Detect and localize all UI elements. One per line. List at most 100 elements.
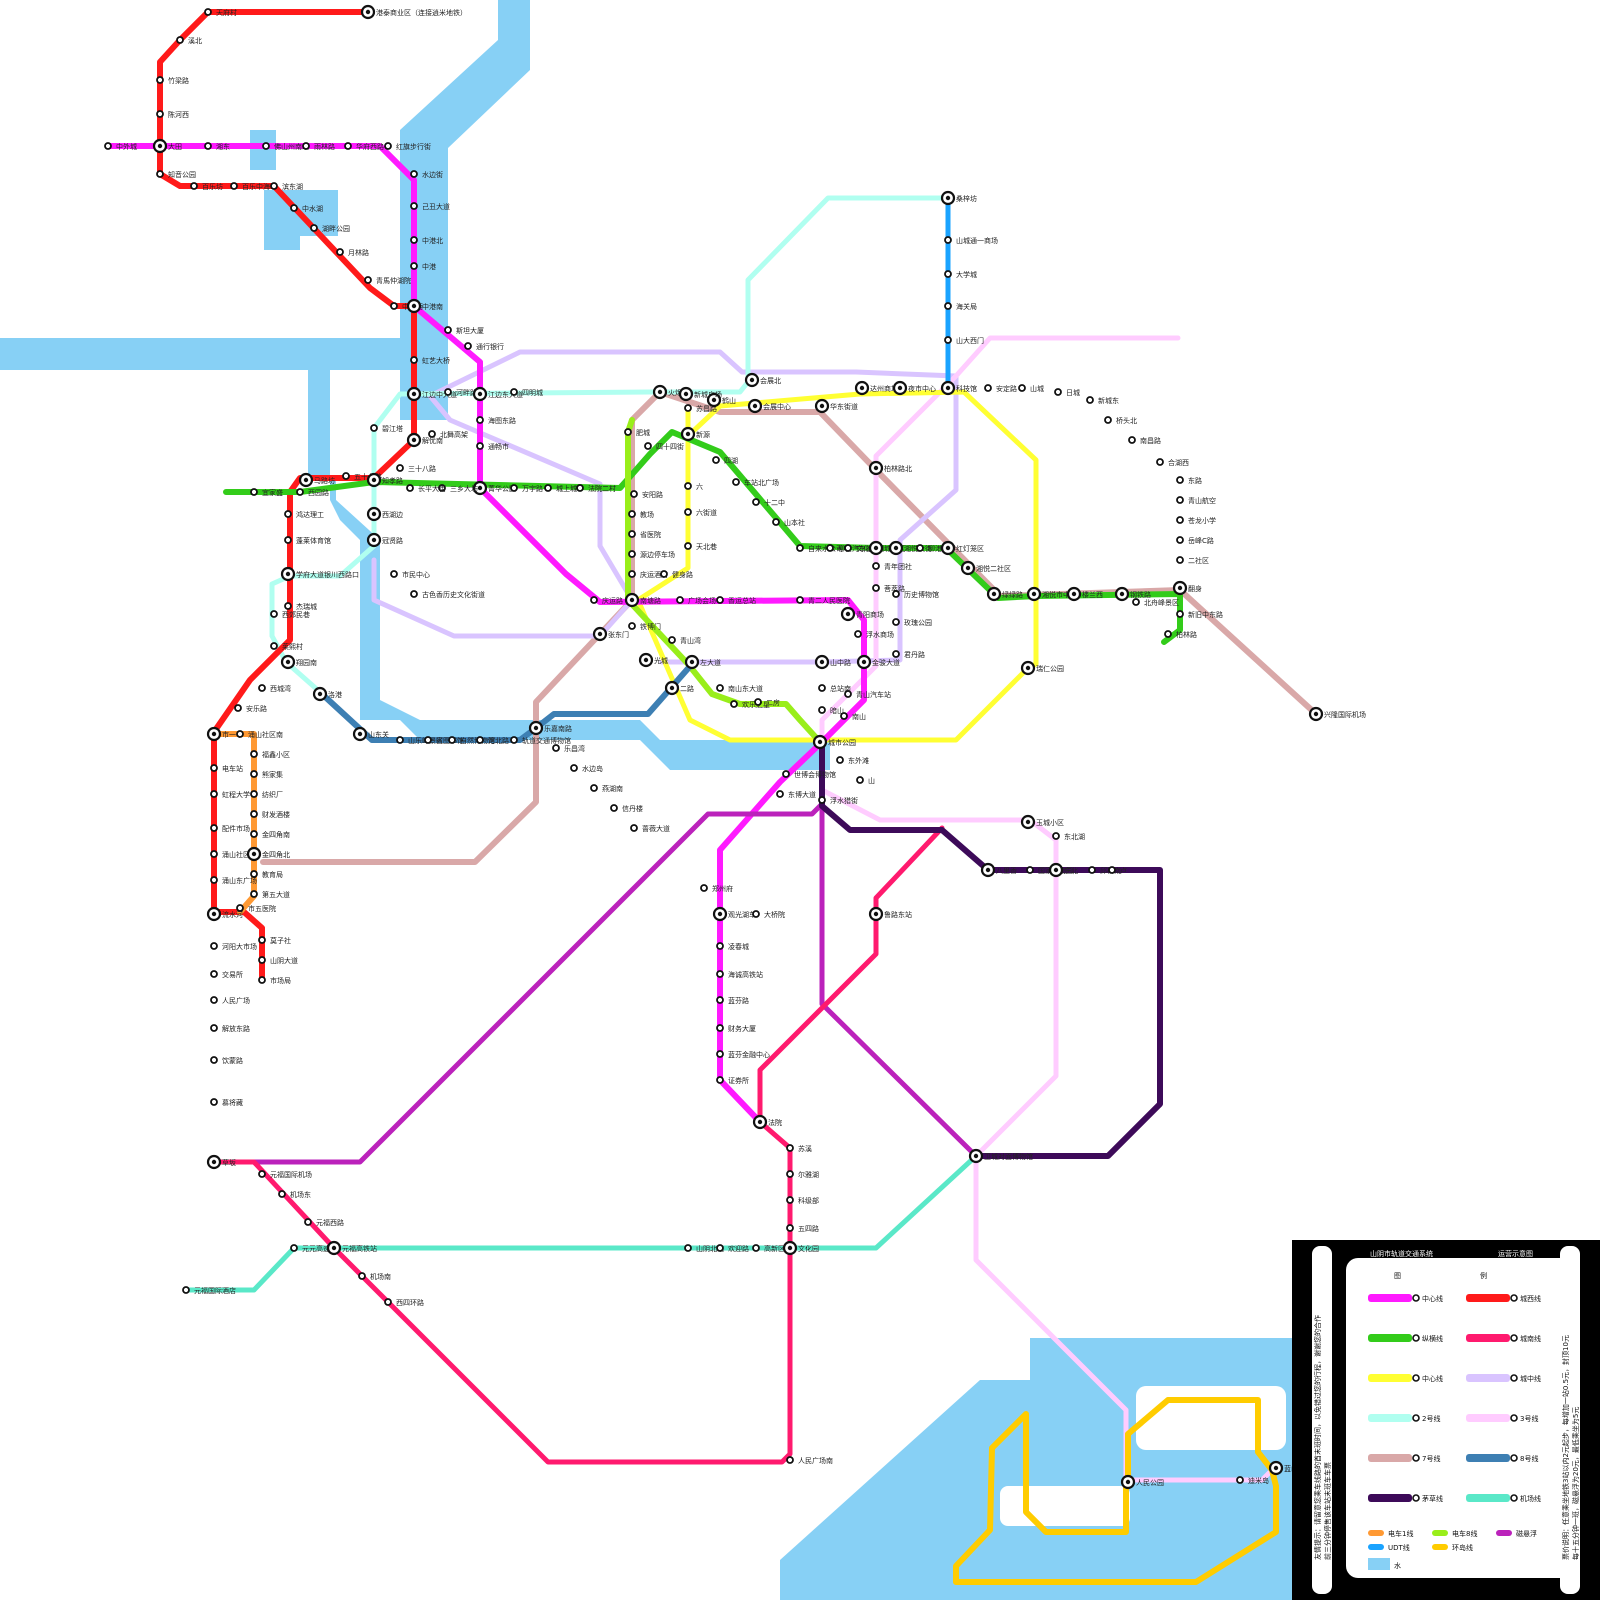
station[interactable]: 兴隆国际机场 — [1310, 708, 1366, 720]
station[interactable]: 饮蒙路 — [211, 1056, 243, 1065]
station[interactable]: 东外滩 — [837, 756, 869, 765]
station[interactable]: 张东门 — [594, 628, 629, 640]
station[interactable]: 冠贤路 — [368, 534, 403, 546]
station[interactable]: 市场局 — [259, 976, 291, 985]
station[interactable]: 郑州府 — [701, 884, 733, 893]
station[interactable]: 铁博门 — [629, 622, 661, 631]
station[interactable]: 桥头北 — [1105, 416, 1137, 425]
station[interactable]: 元福高铁站 — [328, 1242, 377, 1254]
station[interactable]: 青山航空 — [1177, 496, 1216, 505]
station[interactable]: 西园路 — [297, 488, 329, 497]
station[interactable]: 庆运路 — [591, 596, 623, 605]
station[interactable]: 夜市中心 — [894, 382, 936, 394]
station[interactable]: 中外城 — [105, 142, 137, 151]
station[interactable]: 鲁路东站 — [870, 908, 912, 920]
station[interactable]: 新城东 — [1087, 396, 1119, 405]
station[interactable]: 湘悦大街 — [890, 542, 932, 554]
station[interactable]: 二社区 — [1177, 556, 1209, 565]
station[interactable]: 元元高速 — [291, 1244, 330, 1253]
station[interactable]: 天府村 — [205, 8, 237, 17]
station[interactable]: 第五大道 — [251, 890, 290, 899]
station[interactable]: 总站南 — [819, 684, 851, 693]
station[interactable]: 草坂 — [208, 1156, 236, 1168]
station[interactable]: 港泰商业区（连接逍米地铁） — [362, 6, 467, 18]
station[interactable]: 信丹楼 — [611, 804, 643, 813]
station[interactable]: 大田 — [154, 140, 182, 152]
station[interactable]: 人民广场 — [211, 996, 250, 1005]
station[interactable]: 蓝芬金融中心 — [717, 1050, 770, 1059]
station[interactable]: 蔷薇大道 — [631, 824, 670, 833]
station[interactable]: 安阳路 — [631, 490, 663, 499]
station[interactable]: 玉城小区 — [1022, 816, 1064, 828]
station[interactable]: 解放东路 — [211, 1024, 250, 1033]
station[interactable]: 金四角北 — [248, 848, 290, 860]
station[interactable]: 日城 — [1055, 389, 1080, 397]
station[interactable]: 湘东 — [205, 142, 230, 151]
station[interactable]: 大桥院 — [753, 910, 785, 919]
station[interactable]: 苏溪 — [787, 1144, 812, 1153]
station[interactable]: 岳峰C路 — [1177, 536, 1214, 545]
station[interactable]: 十二中 — [753, 498, 785, 507]
station[interactable]: 山 — [857, 776, 875, 785]
station[interactable]: 八里香 — [982, 864, 1017, 876]
station[interactable]: 华东街道 — [816, 400, 858, 412]
station[interactable]: 卫城对面博物馆 — [970, 1150, 1033, 1162]
station[interactable]: 欢乐之星 — [731, 700, 770, 709]
station[interactable]: 柏林路北 — [870, 462, 912, 474]
station[interactable]: 桑梓坊 — [942, 192, 977, 204]
station[interactable]: 二房 — [755, 698, 780, 707]
station[interactable]: 通行银行 — [465, 342, 504, 351]
station[interactable]: 河阳大市场 — [211, 942, 257, 951]
station[interactable]: 新旧中东路 — [1177, 610, 1223, 619]
station[interactable]: 溪北 — [177, 36, 202, 45]
station[interactable]: 湘悦二社区 — [962, 562, 1011, 574]
station[interactable]: 邱桥南 — [1089, 866, 1121, 875]
station[interactable]: 西郊民巷 — [271, 610, 310, 619]
station[interactable]: 红灯笼区 — [942, 542, 984, 554]
station[interactable]: 翔园南 — [282, 656, 317, 668]
station[interactable]: 百乐中海 — [231, 182, 270, 191]
station[interactable]: 达州商场 — [856, 382, 898, 394]
station[interactable]: 科技馆 — [942, 382, 977, 394]
station[interactable]: 水边岛 — [571, 764, 603, 773]
station[interactable]: 洛港 — [314, 688, 342, 700]
station[interactable]: 山城 — [1019, 384, 1044, 393]
station[interactable]: 莱熙村 — [271, 642, 303, 651]
station[interactable]: 六 — [685, 482, 703, 491]
station[interactable]: 山东关 — [354, 728, 389, 740]
station[interactable]: 南山东大道 — [717, 684, 763, 693]
station[interactable]: 红旗步行街 — [385, 142, 431, 151]
station[interactable]: 长平大街 — [407, 484, 446, 493]
station[interactable]: 海诚高铁站 — [717, 970, 763, 979]
station[interactable]: 山本社 — [773, 518, 805, 527]
station[interactable]: 知孝路 — [368, 474, 403, 486]
station[interactable]: 百乐坊 — [191, 182, 223, 191]
station[interactable]: 山中路 — [816, 656, 851, 668]
station[interactable]: 三十八路 — [397, 464, 436, 473]
station[interactable]: 宜家盛 — [251, 488, 283, 497]
station[interactable]: 法院 — [754, 1116, 782, 1128]
station[interactable]: 观光湖车 — [714, 908, 756, 920]
station[interactable]: 瑞仁公园 — [1022, 662, 1064, 674]
station[interactable]: 交易所 — [211, 970, 243, 979]
station[interactable]: 燕湖南 — [591, 784, 623, 793]
station[interactable]: 西湖边 — [368, 508, 403, 520]
station[interactable]: 安乐路 — [235, 704, 267, 713]
station[interactable]: 解忧南 — [408, 434, 443, 446]
station[interactable]: 会展北 — [746, 374, 781, 386]
station[interactable]: 涌山东广场 — [211, 876, 257, 885]
station[interactable]: 青山湾 — [669, 636, 701, 645]
station[interactable]: 南山 — [841, 712, 866, 721]
station[interactable]: 山大西门 — [945, 336, 984, 345]
station[interactable]: 华府西路 — [345, 142, 384, 151]
station[interactable]: 四湖 — [713, 456, 738, 465]
station[interactable]: 西城湾 — [259, 684, 291, 693]
station[interactable]: 人民广场南 — [787, 1456, 833, 1465]
station[interactable]: 翻身 — [1174, 582, 1202, 594]
station[interactable]: 二路 — [666, 682, 694, 694]
station[interactable]: 庄北 — [1050, 864, 1078, 876]
station[interactable]: 高新区 — [753, 1244, 785, 1253]
station[interactable]: 青馬仲湖院 — [365, 276, 411, 285]
station[interactable]: 乐昌湾 — [553, 744, 585, 753]
station[interactable]: 肥城 — [625, 429, 650, 437]
